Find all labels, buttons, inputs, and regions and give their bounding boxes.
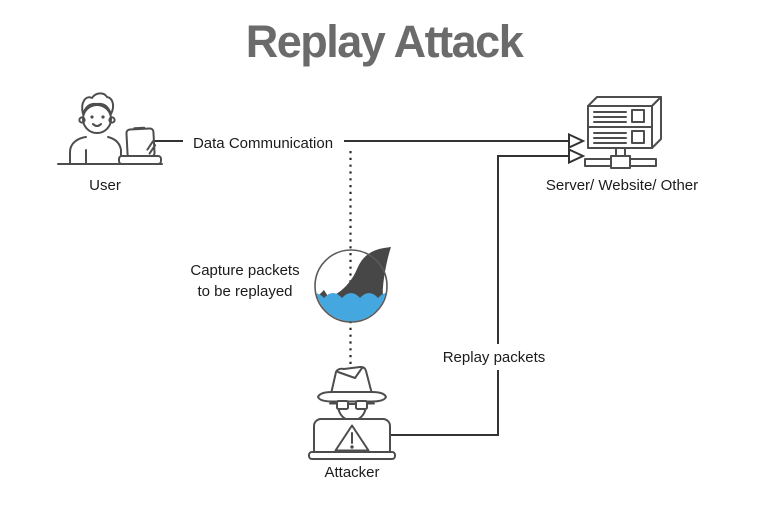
data-communication-label: Data Communication [192, 135, 334, 152]
attacker-label: Attacker [324, 464, 380, 481]
user-icon [57, 92, 163, 165]
diagram-title: Replay Attack [245, 16, 524, 67]
server-icon [584, 96, 662, 169]
attacker-icon [308, 365, 396, 460]
replay-packets-arrow [390, 147, 586, 436]
server-label: Server/ Website/ Other [545, 177, 699, 194]
replay-packets-label: Replay packets [442, 349, 546, 366]
capture-packets-label: Capture packets to be replayed [190, 262, 300, 300]
data-communication-arrow [154, 132, 586, 150]
user-label: User [89, 177, 121, 194]
